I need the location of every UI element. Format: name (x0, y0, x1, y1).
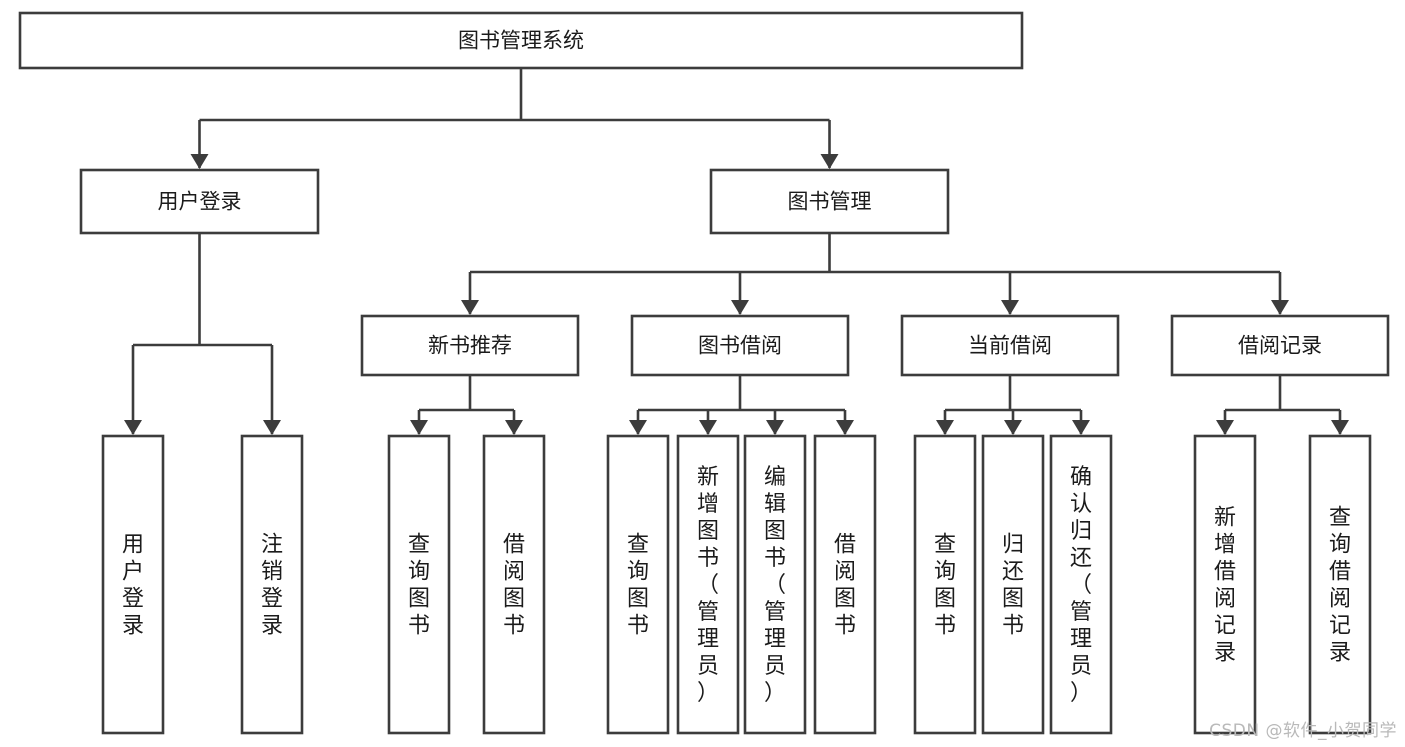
node-leaf-leaf-query-book-borrow-box[interactable] (606, 434, 670, 735)
arrow-head-icon (1001, 300, 1019, 315)
arrow-head-icon (836, 420, 854, 435)
node-level2-book-borrow-label: 图书借阅 (698, 334, 782, 358)
node-leaf-leaf-user-logout-label: 注销登录 (261, 533, 283, 639)
node-leaf-leaf-return-book-label: 归还图书 (1002, 533, 1024, 639)
watermark-label: CSDN @软件_小贺同学 (1209, 721, 1397, 741)
node-leaf-leaf-return-book-box[interactable] (981, 434, 1045, 735)
node-leaf-leaf-borrow-book-label: 借阅图书 (834, 533, 856, 639)
node-level2-new-book-rec-label: 新书推荐 (428, 334, 512, 358)
node-leaf-leaf-borrow-book-rec-label: 借阅图书 (503, 533, 525, 639)
arrow-head-icon (1004, 420, 1022, 435)
node-level2-book-borrow[interactable]: 图书借阅 (630, 314, 850, 377)
node-level2-current-borrow[interactable]: 当前借阅 (900, 314, 1120, 377)
arrow-head-icon (263, 420, 281, 435)
node-level1-user-login[interactable]: 用户登录 (79, 168, 320, 235)
node-leaf-leaf-query-borrow-record-label: 查询借阅记录 (1329, 506, 1351, 666)
node-leaf-leaf-query-book-rec-box[interactable] (387, 434, 451, 735)
node-leaf-leaf-return-book[interactable]: 归还图书 (981, 434, 1045, 735)
node-level2-new-book-rec-box[interactable] (360, 314, 580, 377)
node-leaf-leaf-user-login-label: 用户登录 (122, 533, 144, 639)
node-leaf-leaf-query-book-current-label: 查询图书 (934, 533, 956, 639)
node-level1-user-login-label: 用户登录 (158, 190, 242, 214)
arrow-head-icon (1216, 420, 1234, 435)
node-leaf-leaf-borrow-book-rec-box[interactable] (482, 434, 546, 735)
node-level2-current-borrow-label: 当前借阅 (968, 334, 1052, 358)
node-level1-book-manage-box[interactable] (709, 168, 950, 235)
node-leaf-leaf-query-book-borrow[interactable]: 查询图书 (606, 434, 670, 735)
node-leaf-leaf-query-borrow-record-box[interactable] (1308, 434, 1372, 735)
node-leaf-leaf-query-book-current-box[interactable] (913, 434, 977, 735)
arrow-head-icon (766, 420, 784, 435)
arrow-head-icon (731, 300, 749, 315)
node-leaf-leaf-confirm-return-admin-box[interactable] (1049, 434, 1113, 735)
node-leaf-leaf-user-logout-box[interactable] (240, 434, 304, 735)
node-leaf-leaf-query-book-rec-label: 查询图书 (408, 533, 430, 639)
node-leaf-leaf-add-borrow-record[interactable]: 新增借阅记录 (1193, 434, 1257, 735)
node-leaf-leaf-edit-book-admin[interactable]: 编辑图书（管理员） (743, 434, 807, 735)
node-root[interactable]: 图书管理系统 (18, 11, 1024, 70)
node-level1-book-manage[interactable]: 图书管理 (709, 168, 950, 235)
node-leaf-leaf-confirm-return-admin[interactable]: 确认归还（管理员） (1049, 434, 1113, 735)
node-level2-borrow-record-box[interactable] (1170, 314, 1390, 377)
node-leaf-leaf-add-borrow-record-box[interactable] (1193, 434, 1257, 735)
arrow-head-icon (699, 420, 717, 435)
arrow-head-icon (629, 420, 647, 435)
node-leaf-leaf-user-login-box[interactable] (101, 434, 165, 735)
node-leaf-leaf-query-book-borrow-label: 查询图书 (627, 533, 649, 639)
node-leaf-leaf-user-login[interactable]: 用户登录 (101, 434, 165, 735)
arrow-head-icon (1271, 300, 1289, 315)
node-leaf-leaf-borrow-book-rec[interactable]: 借阅图书 (482, 434, 546, 735)
arrow-head-icon (936, 420, 954, 435)
node-leaf-leaf-edit-book-admin-box[interactable] (743, 434, 807, 735)
node-level2-new-book-rec[interactable]: 新书推荐 (360, 314, 580, 377)
node-leaf-leaf-borrow-book[interactable]: 借阅图书 (813, 434, 877, 735)
node-level2-borrow-record[interactable]: 借阅记录 (1170, 314, 1390, 377)
node-root-label: 图书管理系统 (458, 29, 584, 53)
node-leaf-leaf-user-logout[interactable]: 注销登录 (240, 434, 304, 735)
node-layer: 图书管理系统用户登录图书管理新书推荐图书借阅当前借阅借阅记录用户登录注销登录查询… (18, 11, 1390, 735)
node-leaf-leaf-borrow-book-box[interactable] (813, 434, 877, 735)
arrow-head-icon (820, 154, 839, 169)
arrow-head-icon (124, 420, 142, 435)
node-leaf-leaf-add-book-admin-label: 新增图书（管理员） (697, 465, 719, 706)
arrow-head-icon (190, 154, 209, 169)
connector-layer (124, 68, 1349, 435)
node-level2-book-borrow-box[interactable] (630, 314, 850, 377)
node-leaf-leaf-confirm-return-admin-label: 确认归还（管理员） (1070, 465, 1092, 706)
node-leaf-leaf-query-borrow-record[interactable]: 查询借阅记录 (1308, 434, 1372, 735)
node-level2-current-borrow-box[interactable] (900, 314, 1120, 377)
arrow-head-icon (410, 420, 428, 435)
node-leaf-leaf-add-book-admin[interactable]: 新增图书（管理员） (676, 434, 740, 735)
node-level1-book-manage-label: 图书管理 (788, 190, 872, 214)
arrow-head-icon (1331, 420, 1349, 435)
node-level2-borrow-record-label: 借阅记录 (1238, 334, 1322, 358)
arrow-head-icon (505, 420, 523, 435)
node-leaf-leaf-edit-book-admin-label: 编辑图书（管理员） (764, 465, 786, 706)
node-leaf-leaf-query-book-current[interactable]: 查询图书 (913, 434, 977, 735)
node-leaf-leaf-query-book-rec[interactable]: 查询图书 (387, 434, 451, 735)
node-leaf-leaf-add-book-admin-box[interactable] (676, 434, 740, 735)
node-root-box[interactable] (18, 11, 1024, 70)
node-level1-user-login-box[interactable] (79, 168, 320, 235)
node-leaf-leaf-add-borrow-record-label: 新增借阅记录 (1214, 506, 1236, 666)
arrow-head-icon (461, 300, 479, 315)
arrow-head-icon (1072, 420, 1090, 435)
